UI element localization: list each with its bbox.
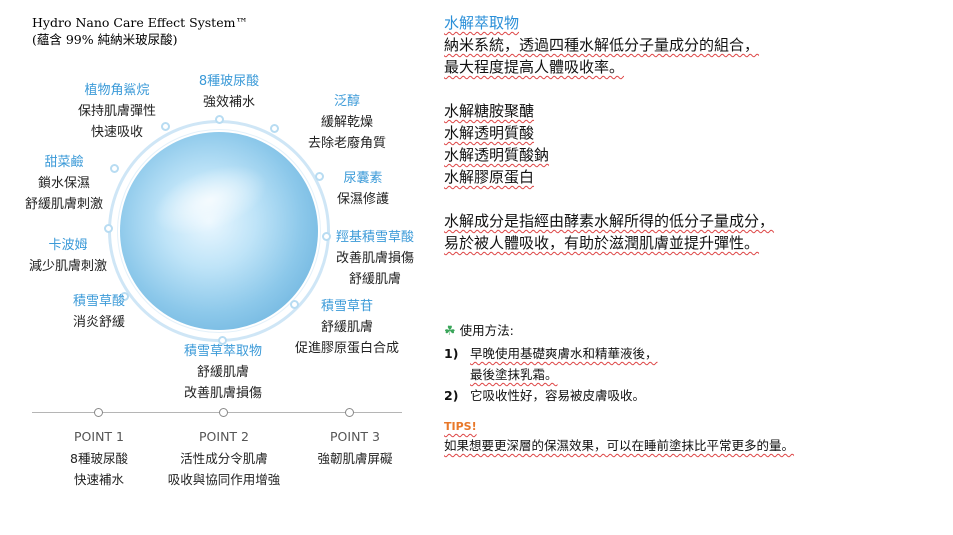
ingredient-desc: 緩解乾燥 — [320, 115, 373, 130]
point-label: POINT 3 — [330, 429, 380, 444]
extract-note: 易於被人體吸收，有助於滋潤肌膚並提升彈性。 — [444, 234, 760, 252]
step-text: 早晚使用基礎爽膚水和精華液後， — [470, 346, 658, 361]
extract-item: 水解透明質酸鈉 — [444, 146, 550, 164]
product-title: Hydro Nano Care Effect System™ (蘊含 99% 純… — [32, 14, 248, 48]
ring-dot — [215, 115, 224, 124]
ingredient-desc: 改善肌膚損傷 — [335, 251, 414, 266]
ingredient-diagram: 植物角鯊烷 保持肌膚彈性 快速吸收 8種玻尿酸 強效補水 泛醇 緩解乾燥 去除老… — [0, 0, 430, 535]
point-3-marker — [345, 408, 354, 417]
ingredient-desc: 保持肌膚彈性 — [77, 104, 156, 119]
usage-step-continued: 最後塗抹乳霜。 — [444, 364, 658, 385]
orb-inner-ring — [117, 129, 321, 333]
point-desc: 8種玻尿酸 — [70, 451, 128, 466]
ingredient-label: 卡波姆 減少肌膚刺激 — [20, 235, 116, 277]
usage-heading: 使用方法: — [459, 323, 514, 338]
extract-intro: 納米系統，透過四種水解低分子量成分的組合， — [444, 36, 760, 54]
ingredient-desc: 舒緩肌膚 — [196, 365, 249, 380]
ingredient-desc: 強效補水 — [202, 95, 255, 110]
ingredient-label: 羥基積雪草酸 改善肌膚損傷 舒緩肌膚 — [328, 227, 422, 290]
ingredient-name: 植物角鯊烷 — [84, 83, 150, 98]
ingredient-name: 積雪草苷 — [320, 299, 373, 314]
ingredient-desc: 舒緩肌膚刺激 — [24, 197, 103, 212]
ingredient-label: 8種玻尿酸 強效補水 — [184, 71, 274, 113]
points-axis-line — [32, 412, 402, 413]
point-desc: 快速補水 — [73, 472, 124, 487]
ingredient-name: 卡波姆 — [48, 238, 88, 253]
ingredient-desc: 促進膠原蛋白合成 — [294, 341, 399, 356]
extract-item: 水解透明質酸 — [444, 124, 535, 142]
extract-intro: 最大程度提高人體吸收率。 — [444, 58, 625, 76]
ring-dot — [315, 172, 324, 181]
tips-text: 如果想要更深層的保濕效果，可以在睡前塗抹比平常更多的量。 — [444, 438, 795, 453]
usage-heading-row: ☘ 使用方法: — [444, 320, 658, 343]
extract-note: 水解成分是指經由酵素水解所得的低分子量成分， — [444, 212, 775, 230]
ring-dot — [120, 292, 129, 301]
ring-dot — [218, 336, 227, 345]
title-line-2: (蘊含 99% 純納米玻尿酸) — [32, 32, 178, 47]
point-desc: 活性成分令肌膚 — [180, 451, 268, 466]
usage-step: 2) 它吸收性好，容易被皮膚吸收。 — [444, 385, 658, 406]
step-number: 2) — [444, 388, 459, 403]
step-number: 1) — [444, 346, 459, 361]
ingredient-label: 尿囊素 保濕修護 — [328, 168, 398, 210]
point-2-marker — [219, 408, 228, 417]
point-3: POINT 3 強韌肌膚屏礙 — [302, 426, 408, 469]
ingredient-desc: 去除老廢角質 — [307, 136, 386, 151]
point-1: POINT 1 8種玻尿酸 快速補水 — [58, 426, 140, 490]
ingredient-desc: 舒緩肌膚 — [348, 272, 401, 287]
ingredient-desc: 鎖水保濕 — [37, 176, 90, 191]
ingredient-name: 羥基積雪草酸 — [335, 230, 414, 245]
ingredient-label: 甜菜鹼 鎖水保濕 舒緩肌膚刺激 — [18, 152, 110, 215]
ingredient-desc: 消炎舒緩 — [72, 315, 125, 330]
ingredient-name: 積雪草酸 — [72, 294, 125, 309]
ingredient-name: 8種玻尿酸 — [198, 74, 260, 89]
ring-dot — [104, 224, 113, 233]
ingredient-name: 尿囊素 — [343, 171, 383, 186]
title-line-1: Hydro Nano Care Effect System™ — [32, 15, 248, 30]
extract-heading: 水解萃取物 — [444, 14, 520, 32]
ring-dot — [110, 164, 119, 173]
tips-heading: TIPS! — [444, 420, 477, 433]
ingredient-name: 泛醇 — [333, 94, 360, 109]
point-desc: 強韌肌膚屏礙 — [317, 451, 393, 466]
extract-item: 水解糖胺聚醣 — [444, 102, 535, 120]
point-desc: 吸收與協同作用增強 — [167, 472, 281, 487]
usage-section: ☘ 使用方法: 1) 早晚使用基礎爽膚水和精華液後， 最後塗抹乳霜。 2) 它吸收性… — [444, 320, 658, 406]
point-label: POINT 2 — [199, 429, 249, 444]
ring-dot — [322, 232, 331, 241]
hydro-orb-image — [120, 132, 318, 330]
ingredient-label: 泛醇 緩解乾燥 去除老廢角質 — [300, 91, 394, 154]
ingredient-desc: 舒緩肌膚 — [320, 320, 373, 335]
ingredient-desc: 快速吸收 — [90, 125, 143, 140]
ingredient-label: 積雪草苷 舒緩肌膚 促進膠原蛋白合成 — [284, 296, 410, 359]
ingredient-label: 積雪草酸 消炎舒緩 — [62, 291, 136, 333]
ingredient-label: 植物角鯊烷 保持肌膚彈性 快速吸收 — [70, 80, 164, 143]
ring-dot — [270, 124, 279, 133]
ingredient-label: 積雪草萃取物 舒緩肌膚 改善肌膚損傷 — [174, 341, 272, 404]
ingredient-desc: 保濕修護 — [336, 192, 389, 207]
extract-item: 水解膠原蛋白 — [444, 168, 535, 186]
point-2: POINT 2 活性成分令肌膚 吸收與協同作用增強 — [162, 426, 286, 490]
ingredient-name: 積雪草萃取物 — [183, 344, 262, 359]
ingredient-desc: 改善肌膚損傷 — [183, 386, 262, 401]
ingredient-name: 甜菜鹼 — [44, 155, 84, 170]
ingredient-desc: 減少肌膚刺激 — [28, 259, 107, 274]
tips-section: TIPS! 如果想要更深層的保濕效果，可以在睡前塗抹比平常更多的量。 — [444, 418, 794, 456]
step-text: 它吸收性好，容易被皮膚吸收。 — [470, 388, 646, 403]
clover-icon: ☘ — [444, 324, 456, 339]
point-label: POINT 1 — [74, 429, 124, 444]
extract-section: 水解萃取物 納米系統，透過四種水解低分子量成分的組合， 最大程度提高人體吸收率。… — [444, 12, 944, 254]
step-text: 最後塗抹乳霜。 — [470, 367, 558, 382]
point-1-marker — [94, 408, 103, 417]
usage-step: 1) 早晚使用基礎爽膚水和精華液後， — [444, 343, 658, 364]
ring-dot — [161, 122, 170, 131]
ring-dot — [290, 300, 299, 309]
